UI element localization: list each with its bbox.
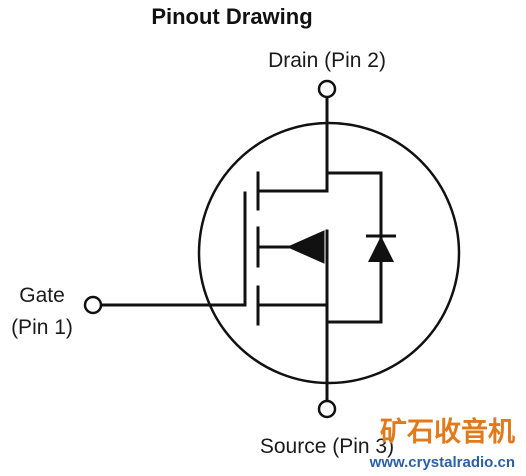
body-arrow-icon — [286, 230, 325, 264]
gate-pin-label: (Pin 1) — [11, 316, 73, 339]
page-title: Pinout Drawing — [151, 4, 312, 29]
diode-triangle-icon — [368, 236, 394, 262]
gate-terminal — [83, 295, 103, 315]
drain-label: Drain (Pin 2) — [268, 49, 386, 72]
source-label: Source (Pin 3) — [260, 435, 394, 458]
source-terminal — [317, 399, 337, 419]
watermark-text: 矿石收音机 — [380, 416, 515, 448]
watermark-url: www.crystalradio.cn — [369, 454, 515, 471]
package-outline — [197, 121, 461, 385]
gate-label: Gate — [19, 284, 65, 307]
drain-terminal — [317, 79, 337, 99]
